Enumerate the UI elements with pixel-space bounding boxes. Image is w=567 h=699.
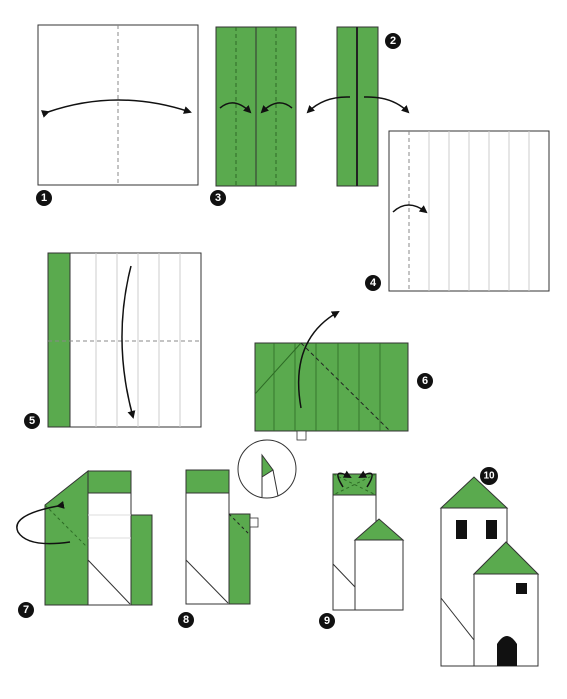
tower-window-right: [486, 520, 497, 539]
detail-zoom-circle: [237, 439, 297, 499]
unfold-arrow-right: [363, 96, 410, 114]
turn-arrow: [16, 500, 71, 545]
roof-strip: [332, 473, 377, 496]
step-7-badge: 7: [18, 602, 34, 618]
step-4-number: 4: [370, 277, 377, 289]
house-window: [516, 583, 527, 594]
step-8-number: 8: [183, 614, 189, 626]
step-3-badge: 3: [210, 190, 226, 206]
paper-with-edge: [47, 252, 202, 428]
step-9-diagram: [332, 470, 405, 611]
step-4-diagram: [388, 130, 550, 292]
hand-pointer: [249, 517, 259, 528]
tower-window-left: [456, 520, 467, 539]
step-2-diagram: [306, 26, 410, 187]
roof-strip: [87, 470, 132, 494]
fold-arrow: [392, 204, 428, 214]
step-5-diagram: [47, 252, 202, 428]
step-5-number: 5: [29, 415, 35, 427]
step-8-badge: 8: [178, 612, 194, 628]
step-10-diagram: [439, 476, 540, 667]
step-5-badge: 5: [24, 413, 40, 429]
step-10-number: 10: [483, 471, 495, 482]
fold-arrow-right: [260, 102, 293, 114]
house-roof: [472, 541, 540, 575]
left-flap: [44, 469, 89, 606]
right-strip: [130, 514, 153, 606]
folded-green-rectangle: [254, 342, 409, 432]
tower-body: [185, 492, 230, 605]
step-3-diagram: [215, 26, 297, 187]
side-house-roof: [353, 518, 405, 541]
house-door: [497, 636, 517, 666]
tower-roof: [439, 476, 509, 509]
step-8-diagram: [185, 469, 259, 605]
step-3-number: 3: [215, 192, 221, 204]
step-10-badge: 10: [480, 467, 498, 485]
step-9-badge: 9: [319, 613, 335, 629]
fold-arrow: [121, 265, 136, 419]
step-2-badge: 2: [385, 33, 401, 49]
step-6-badge: 6: [417, 373, 433, 389]
side-house-body: [354, 539, 404, 611]
fold-arrow-right: [358, 470, 373, 488]
tower-body: [87, 492, 132, 606]
unfold-arrow-left: [306, 96, 351, 114]
right-strip: [228, 513, 251, 605]
fold-arrow: [41, 99, 192, 118]
step-4-badge: 4: [365, 275, 381, 291]
step-2-number: 2: [390, 35, 396, 47]
step-9-number: 9: [324, 615, 330, 627]
fold-arrow-left: [337, 470, 352, 488]
hand-pointer: [296, 430, 307, 441]
step-1-diagram: [37, 24, 199, 186]
step-6-number: 6: [422, 375, 428, 387]
step-1-badge: 1: [36, 190, 52, 206]
step-1-number: 1: [41, 192, 47, 204]
step-7-diagram: [16, 469, 153, 606]
fold-arrow: [297, 311, 340, 409]
roof-strip: [185, 469, 230, 494]
step-6-diagram: [254, 311, 409, 441]
green-edge: [47, 252, 71, 428]
fold-arrow-left: [219, 102, 252, 114]
step-7-number: 7: [23, 604, 29, 616]
diagonal-fold-left: [254, 342, 302, 395]
